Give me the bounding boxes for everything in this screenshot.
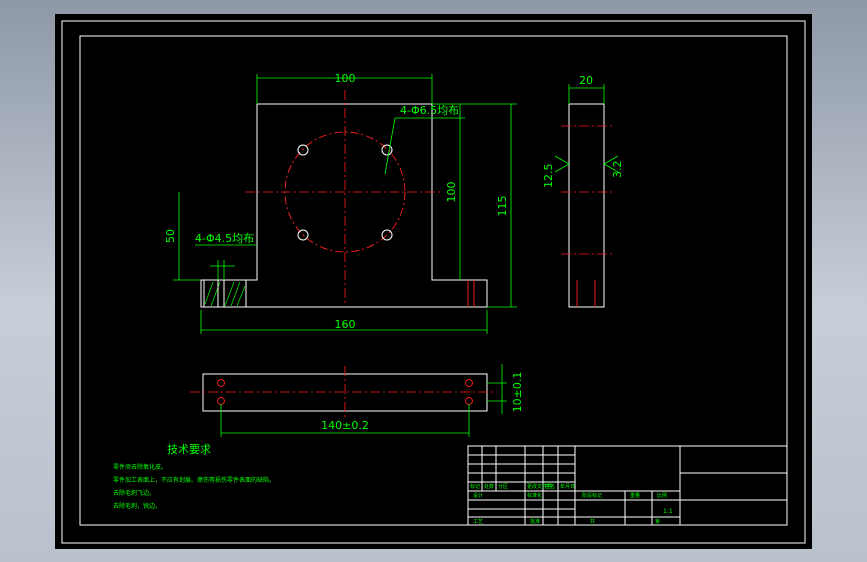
section-area (203, 279, 247, 308)
roughness-right: 3.2 (611, 161, 624, 179)
dim-total-height: 115 (496, 196, 509, 217)
dim-bottom-tolerance: 140±0.2 (321, 419, 369, 432)
tb-row-label: 年月日 (560, 483, 575, 490)
outer-frame (61, 20, 806, 544)
hole (297, 144, 309, 156)
tb-row-label: 更改文件号 (527, 483, 552, 490)
tb-scale: 比例 (657, 492, 667, 499)
technical-notes: 技术要求 零件须去除氧化皮。 零件加工表面上，不应有划痕、擦伤等损伤零件表面的缺… (113, 443, 275, 510)
tb-process: 工艺 (473, 519, 483, 525)
tb-weight: 重量 (630, 492, 640, 499)
note-line: 去除毛刺，锐边。 (113, 502, 161, 510)
bottom-view: 140±0.2 10±0.1 (190, 364, 524, 437)
note-line: 零件须去除氧化皮。 (113, 463, 167, 471)
front-dimensions: 100 100 115 50 160 4-Φ6.5均布 4-Φ4.5均布 (164, 72, 517, 334)
dim-top-width: 100 (335, 72, 356, 85)
note-line: 去除毛刺飞边。 (113, 489, 155, 497)
cad-drawing: 100 100 115 50 160 4-Φ6.5均布 4-Φ4.5均布 (61, 20, 806, 544)
note-line: 零件加工表面上，不应有划痕、擦伤等损伤零件表面的缺陷。 (113, 476, 275, 484)
notes-title: 技术要求 (167, 443, 211, 456)
drawing-canvas: 100 100 115 50 160 4-Φ6.5均布 4-Φ4.5均布 (55, 14, 812, 549)
hole (297, 229, 309, 241)
dim-hole-small: 4-Φ4.5均布 (195, 232, 254, 245)
tb-row-label: 签名 (545, 483, 555, 490)
dim-inner-height: 100 (445, 182, 458, 203)
tb-page: 第 (655, 518, 660, 525)
hole (381, 144, 393, 156)
front-outline (200, 103, 488, 308)
inner-frame (79, 35, 788, 526)
hole (381, 229, 393, 241)
hatch-lines (204, 281, 246, 307)
roughness-left: 12.5 (542, 164, 555, 189)
side-outline (568, 103, 605, 308)
dim-side-width: 20 (579, 74, 593, 87)
title-block: 标记 处数 分区 更改文件号 签名 年月日 设计 标准化 阶段标记 重量 比例 … (467, 445, 788, 526)
tb-row-label: 标记 (470, 483, 480, 490)
tb-scale-value: 1:1 (663, 508, 673, 515)
dim-hole-large: 4-Φ6.5均布 (400, 104, 459, 117)
tb-standard: 标准化 (527, 492, 542, 499)
side-view: 20 12.5 3.2 (542, 74, 624, 308)
tb-row-label: 分区 (498, 483, 508, 490)
tb-approve: 批准 (530, 518, 540, 525)
tb-sheet: 共 (590, 518, 595, 525)
dim-bottom-height: 10±0.1 (511, 372, 524, 413)
tb-design: 设计 (473, 492, 483, 499)
tb-row-label: 处数 (484, 483, 494, 490)
dim-base-width: 160 (335, 318, 356, 331)
tb-stage: 阶段标记 (582, 492, 602, 499)
dim-left-height: 50 (164, 229, 177, 243)
